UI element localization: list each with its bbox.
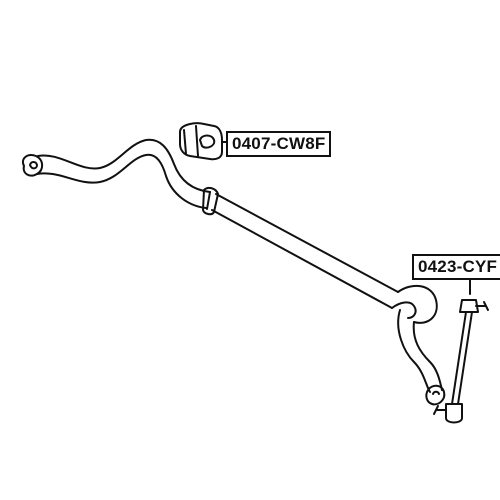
stabilizer-bushing-icon [179, 122, 229, 161]
stabilizer-bar-icon [22, 138, 446, 406]
stabilizer-link-icon [433, 275, 489, 424]
bushing-part-number-label: 0407-CW8F [226, 131, 332, 157]
link-part-number-label: 0423-CYF [412, 254, 500, 280]
